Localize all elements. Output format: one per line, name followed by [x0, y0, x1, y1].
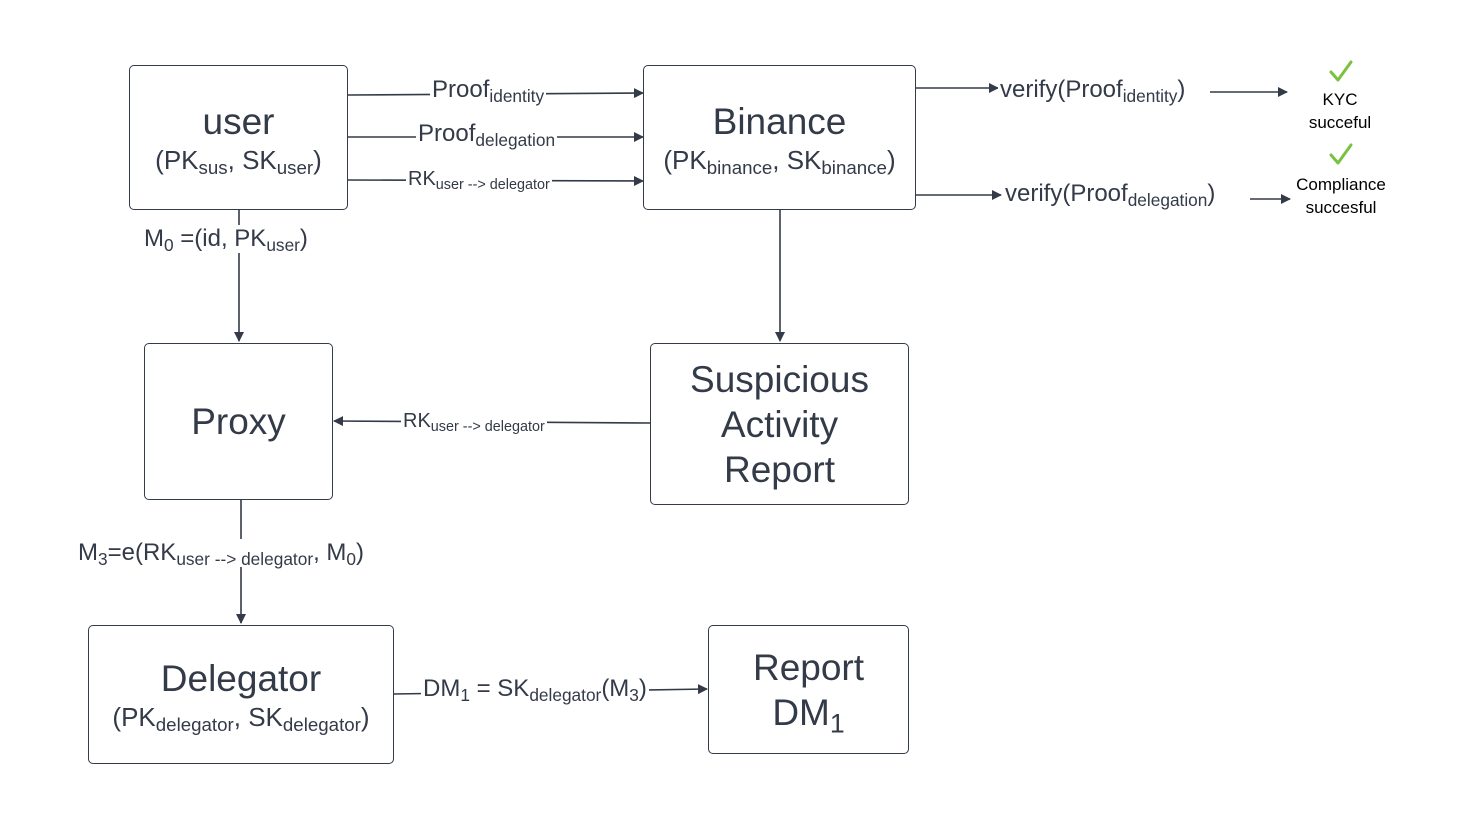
- binance-node-keys: (PKbinance, SKbinance): [663, 145, 896, 179]
- sar-line-1: Suspicious: [690, 358, 869, 400]
- user-node-title: user: [202, 101, 275, 142]
- label-rk-to-binance: RKuser --> delegator: [406, 165, 552, 193]
- report-node: Report DM1: [708, 625, 909, 754]
- delegator-node-keys: (PKdelegator, SKdelegator): [112, 702, 370, 736]
- user-node-keys: (PKsus, SKuser): [155, 145, 322, 179]
- delegator-node: Delegator (PKdelegator, SKdelegator): [88, 625, 394, 764]
- label-m3: M3=e(RKuser --> delegator, M0): [76, 539, 367, 569]
- check-icon-compliance: [1329, 143, 1353, 165]
- label-proof-delegation: Proofdelegation: [416, 120, 558, 150]
- sar-line-3: Report: [723, 448, 836, 490]
- proxy-node-title: Proxy: [191, 401, 286, 442]
- label-dm1: DM1 = SKdelegator(M3): [421, 675, 649, 705]
- compliance-result-line-1: Compliance: [1296, 175, 1386, 194]
- binance-node-title: Binance: [712, 101, 847, 142]
- delegator-node-title: Delegator: [160, 658, 322, 699]
- report-line-2: DM1: [772, 691, 845, 738]
- kyc-result: KYC succeful: [1290, 88, 1390, 134]
- label-verify-delegation: verify(Proofdelegation): [1003, 180, 1218, 210]
- suspicious-activity-report-node: Suspicious Activity Report: [650, 343, 909, 505]
- binance-node: Binance (PKbinance, SKbinance): [643, 65, 916, 210]
- report-line-1: Report: [752, 646, 865, 688]
- label-proof-identity: Proofidentity: [430, 76, 547, 106]
- kyc-result-line-1: KYC: [1322, 90, 1358, 109]
- compliance-result: Compliance succesful: [1286, 173, 1396, 219]
- label-verify-identity: verify(Proofidentity): [998, 76, 1188, 106]
- kyc-result-line-2: succeful: [1308, 113, 1372, 132]
- label-rk-to-proxy: RKuser --> delegator: [401, 407, 547, 435]
- user-node: user (PKsus, SKuser): [129, 65, 348, 210]
- sar-line-2: Activity: [720, 403, 839, 445]
- proxy-node: Proxy: [144, 343, 333, 500]
- check-icon-kyc: [1329, 60, 1353, 82]
- compliance-result-line-2: succesful: [1305, 198, 1377, 217]
- label-m0: M0 =(id, PKuser): [142, 225, 310, 255]
